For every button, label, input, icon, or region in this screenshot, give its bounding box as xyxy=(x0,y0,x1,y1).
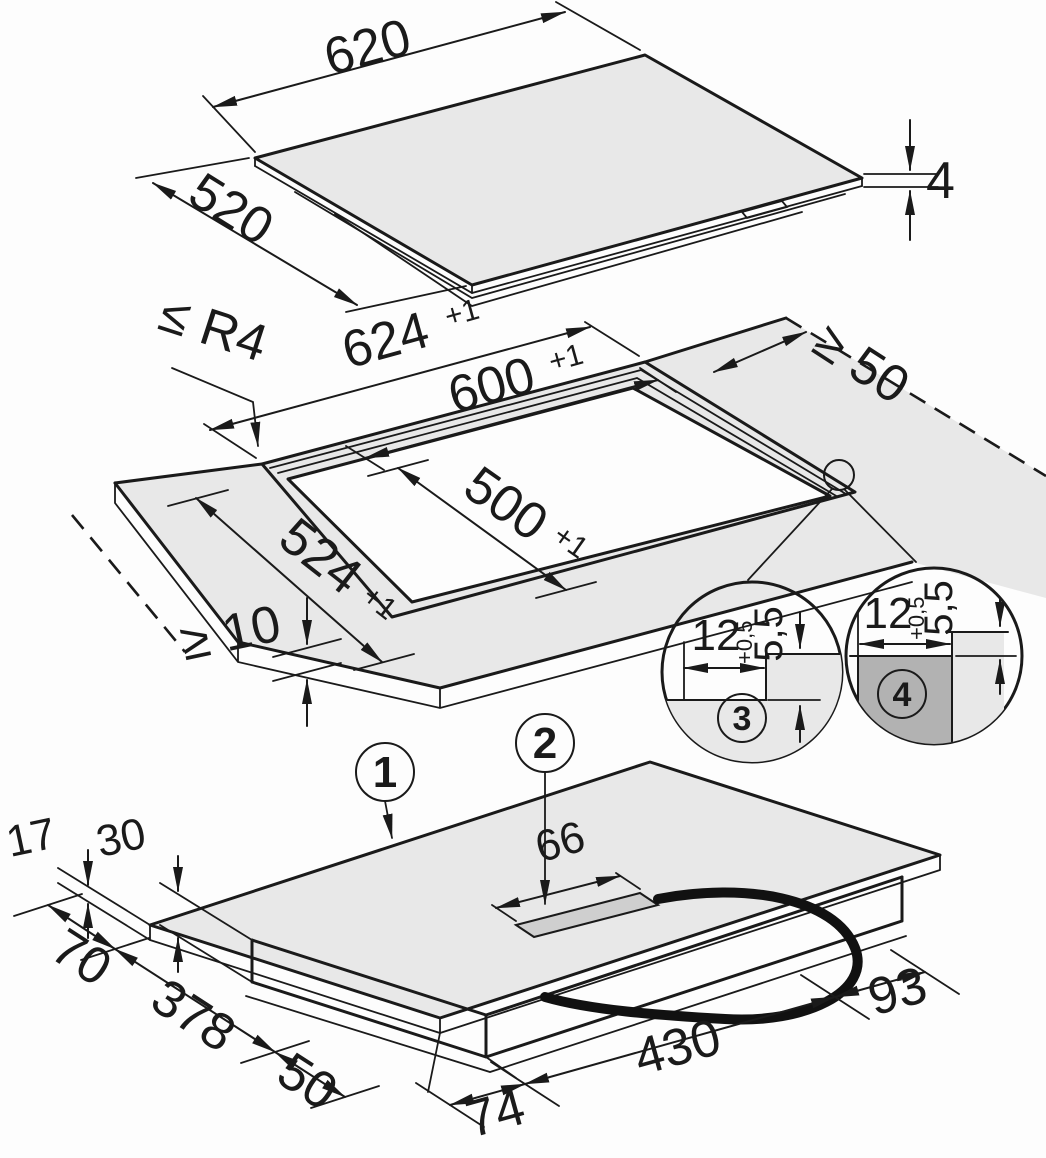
detail-3-number: 3 xyxy=(733,700,752,738)
detail-4-number-circle xyxy=(877,669,927,719)
dim-93-label: 93 xyxy=(862,956,933,1027)
detail-3-number-circle xyxy=(717,693,767,743)
dim-glass-width-label: 620 xyxy=(318,8,417,87)
glass-edge-ticks xyxy=(254,157,863,294)
frame-notch xyxy=(740,199,789,220)
detail-circle-3: 12 +0,5 5,5 3 xyxy=(660,580,844,764)
glass-top-face xyxy=(255,55,862,285)
detail-circle-4: 12 +0,5 5,5 4 xyxy=(844,566,1024,746)
dim-glass-edge-height: 17 xyxy=(2,809,151,941)
detail-3-width-tol: +0,5 xyxy=(732,621,757,664)
dim-corner-radius-label: ≤ R4 xyxy=(152,284,274,373)
detail-4-number: 4 xyxy=(893,676,912,714)
dim-17-label: 17 xyxy=(2,809,60,867)
detail-4-worktop xyxy=(952,632,1004,744)
worktop-break-line xyxy=(70,514,187,653)
dim-front-clearance-label: ≥ 10 xyxy=(175,595,286,673)
dim-inner-width-tol: +1 xyxy=(545,338,587,379)
dim-glass-thickness-label: 4 xyxy=(926,152,955,210)
top-view-glass-panel: 620 520 4 xyxy=(135,1,955,313)
dim-corner-radius: ≤ R4 xyxy=(152,284,274,447)
worktop-rear-left-edge xyxy=(113,462,264,485)
dim-outer-width-tol: +1 xyxy=(441,293,483,334)
worktop-thickness xyxy=(114,482,913,709)
callout-2-label: 2 xyxy=(533,719,557,768)
detail-4-flange xyxy=(858,656,952,744)
detail-3-depth-label: 5,5 xyxy=(747,606,791,662)
dim-glass-depth-label: 520 xyxy=(179,162,283,257)
dim-glass-thickness: 4 xyxy=(863,119,955,241)
detail-leader-lines xyxy=(747,488,917,581)
dim-30-label: 30 xyxy=(92,809,150,867)
callout-1-label: 1 xyxy=(373,748,397,797)
detail-marker-circle xyxy=(823,459,855,491)
detail-3-section xyxy=(662,654,842,762)
dim-inner-depth-label: 500 xyxy=(454,455,558,552)
bottom-view-appliance: 1 2 66 17 30 xyxy=(2,713,960,1149)
detail-4-width-label: 12 xyxy=(864,589,913,638)
detail-4-width-tol: +0,5 xyxy=(904,597,929,640)
detail-4-depth-label: 5,5 xyxy=(917,580,961,636)
housing-flange xyxy=(245,935,907,1073)
dim-378-label: 378 xyxy=(141,968,245,1064)
frame-step-line-2 xyxy=(334,211,803,307)
detail-3-width-label: 12 xyxy=(692,611,741,660)
worktop-rear-edge-dashed xyxy=(785,316,1046,478)
dim-outer-width-label: 624 xyxy=(336,301,435,380)
dim-70-label: 70 xyxy=(41,918,121,998)
callout-1-glass: 1 xyxy=(355,742,415,839)
dim-74-label: 74 xyxy=(460,1078,531,1149)
dim-430-label: 430 xyxy=(628,1008,727,1087)
